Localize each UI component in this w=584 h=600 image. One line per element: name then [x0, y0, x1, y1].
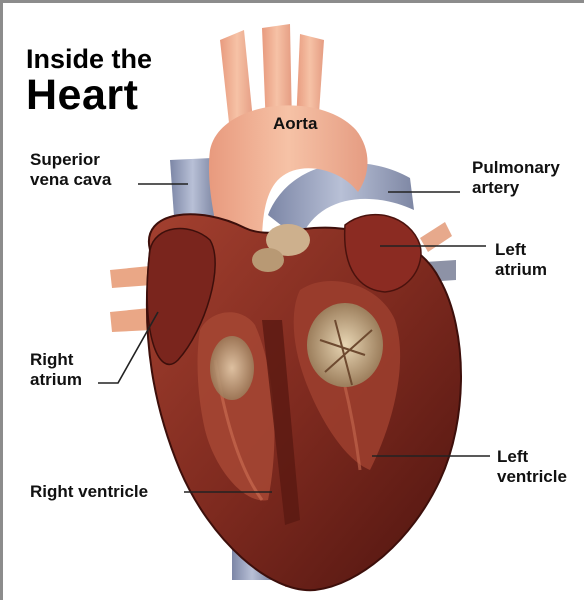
- label-pulmonary-artery: Pulmonary artery: [472, 158, 560, 198]
- diagram-title-line2: Heart: [26, 72, 138, 118]
- diagram-title-line1: Inside the: [26, 44, 152, 74]
- heart-muscle: [147, 214, 461, 590]
- label-right-atrium: Right atrium: [30, 350, 82, 390]
- label-right-ventricle: Right ventricle: [30, 482, 148, 502]
- label-superior-vena-cava: Superior vena cava: [30, 150, 111, 190]
- label-left-ventricle: Left ventricle: [497, 447, 567, 487]
- label-aorta: Aorta: [273, 114, 317, 134]
- label-left-atrium: Left atrium: [495, 240, 547, 280]
